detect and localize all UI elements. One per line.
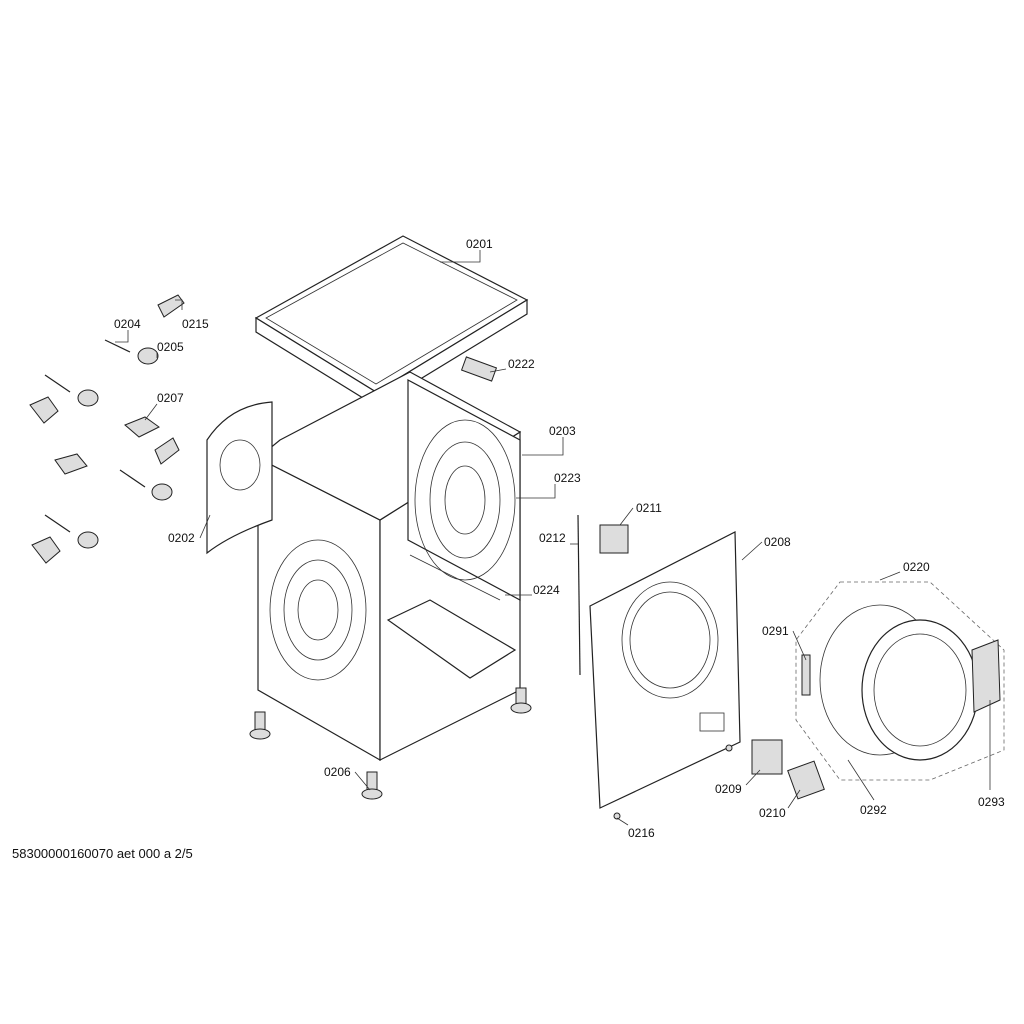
label-0204: 0204 [114,317,141,331]
label-0211: 0211 [636,501,662,515]
part-0222 [460,356,498,382]
label-0209: 0209 [715,782,742,796]
label-0292: 0292 [860,803,887,817]
label-0216: 0216 [628,826,655,840]
label-0208: 0208 [764,535,791,549]
label-0201: 0201 [466,237,493,251]
screw-part [725,744,733,752]
part-labels: 0201 0215 0204 0205 0222 0207 0203 0223 … [114,237,1005,840]
label-0212: 0212 [539,531,566,545]
part-0210 [787,760,825,800]
label-0205: 0205 [157,340,184,354]
front-panel-part [589,531,741,809]
feet-parts [249,687,532,800]
label-0210: 0210 [759,806,786,820]
rear-panel-part [206,401,273,555]
label-0224: 0224 [533,583,560,597]
label-0291: 0291 [762,624,789,638]
label-0203: 0203 [549,424,576,438]
part-0211 [599,524,629,554]
part-0216 [613,812,621,820]
label-0222: 0222 [508,357,535,371]
label-0215: 0215 [182,317,209,331]
cabinet-part [256,371,522,762]
door-assembly-part [795,581,1005,781]
part-0212 [577,514,581,676]
label-0293: 0293 [978,795,1005,809]
label-0223: 0223 [554,471,581,485]
label-0206: 0206 [324,765,351,779]
leader-lines [115,250,991,826]
part-0209 [751,739,783,775]
top-cover-part [254,235,529,408]
document-reference-number: 58300000160070 aet 000 a 2/5 [12,846,193,861]
transport-bolts-parts [29,294,185,564]
label-0202: 0202 [168,531,195,545]
label-0220: 0220 [903,560,930,574]
label-0207: 0207 [157,391,184,405]
